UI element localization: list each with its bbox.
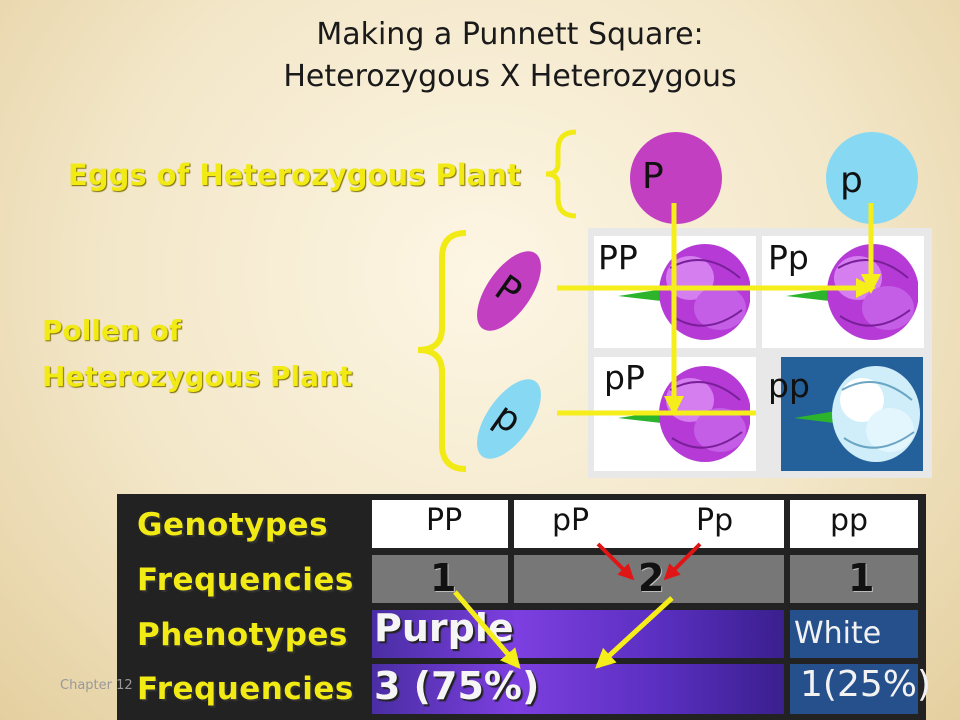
genotype-pp: pp bbox=[830, 503, 869, 538]
row-label-phenotypes: Phenotypes bbox=[137, 617, 348, 653]
genotype-Pp: Pp bbox=[696, 503, 734, 538]
eggs-brace bbox=[545, 129, 577, 219]
pollen-label: Pollen of Heterozygous Plant bbox=[42, 308, 352, 400]
phenotype-frequency-white: 1(25%) bbox=[800, 664, 932, 705]
frequency-cell bbox=[372, 555, 508, 603]
white-flower-icon bbox=[794, 366, 920, 462]
frequency-PP: 1 bbox=[430, 556, 457, 600]
genotype-sum-arrow-right bbox=[663, 542, 702, 581]
genotype-cell bbox=[790, 500, 918, 548]
frequency-pp: 1 bbox=[848, 556, 875, 600]
page-title: Making a Punnett Square: Heterozygous X … bbox=[0, 14, 960, 98]
punnett-top-right-text: Pp bbox=[768, 238, 809, 277]
row-label-genotypes: Genotypes bbox=[137, 507, 329, 543]
pollen-label-line-1: Pollen of bbox=[42, 314, 182, 347]
phenotype-purple-bar bbox=[372, 610, 784, 658]
phenotype-frequency-purple: 3 (75%) bbox=[374, 664, 540, 708]
pollen-brace bbox=[417, 230, 467, 472]
genotype-sum-arrow-left bbox=[596, 542, 635, 581]
title-line-1: Making a Punnett Square: bbox=[316, 17, 704, 52]
punnett-bottom-left-text: pP bbox=[604, 358, 645, 397]
eggs-label: Eggs of Heterozygous Plant bbox=[68, 158, 521, 192]
phenotype-frequency-purple-bar bbox=[372, 664, 784, 714]
punnett-top-left-text: PP bbox=[598, 238, 638, 277]
egg-dominant-label: P bbox=[642, 156, 664, 197]
phenotype-purple: Purple bbox=[374, 606, 514, 650]
row-label-phenotype-frequencies: Frequencies bbox=[137, 671, 354, 707]
frequency-cell bbox=[790, 555, 918, 603]
genotype-cell bbox=[372, 500, 508, 548]
genotype-pP: pP bbox=[552, 503, 590, 538]
genotype-cell bbox=[514, 500, 784, 548]
row-label-genotype-frequencies: Frequencies bbox=[137, 562, 354, 598]
frequency-cell bbox=[514, 555, 784, 603]
purple-frequency-arrow-2 bbox=[595, 596, 674, 669]
chapter-footer: Chapter 12 bbox=[60, 678, 133, 693]
pollen-label-line-2: Heterozygous Plant bbox=[42, 360, 353, 393]
frequency-heterozygous: 2 bbox=[638, 556, 665, 600]
punnett-bottom-right-text: pp bbox=[768, 366, 810, 405]
phenotype-white-cell bbox=[790, 610, 918, 658]
phenotype-white: White bbox=[794, 616, 882, 651]
purple-frequency-arrow-1 bbox=[453, 590, 521, 670]
genotype-PP: PP bbox=[426, 503, 463, 538]
phenotype-frequency-white-cell bbox=[790, 664, 918, 714]
title-line-2: Heterozygous X Heterozygous bbox=[283, 59, 737, 94]
egg-recessive-label: p bbox=[840, 160, 863, 201]
